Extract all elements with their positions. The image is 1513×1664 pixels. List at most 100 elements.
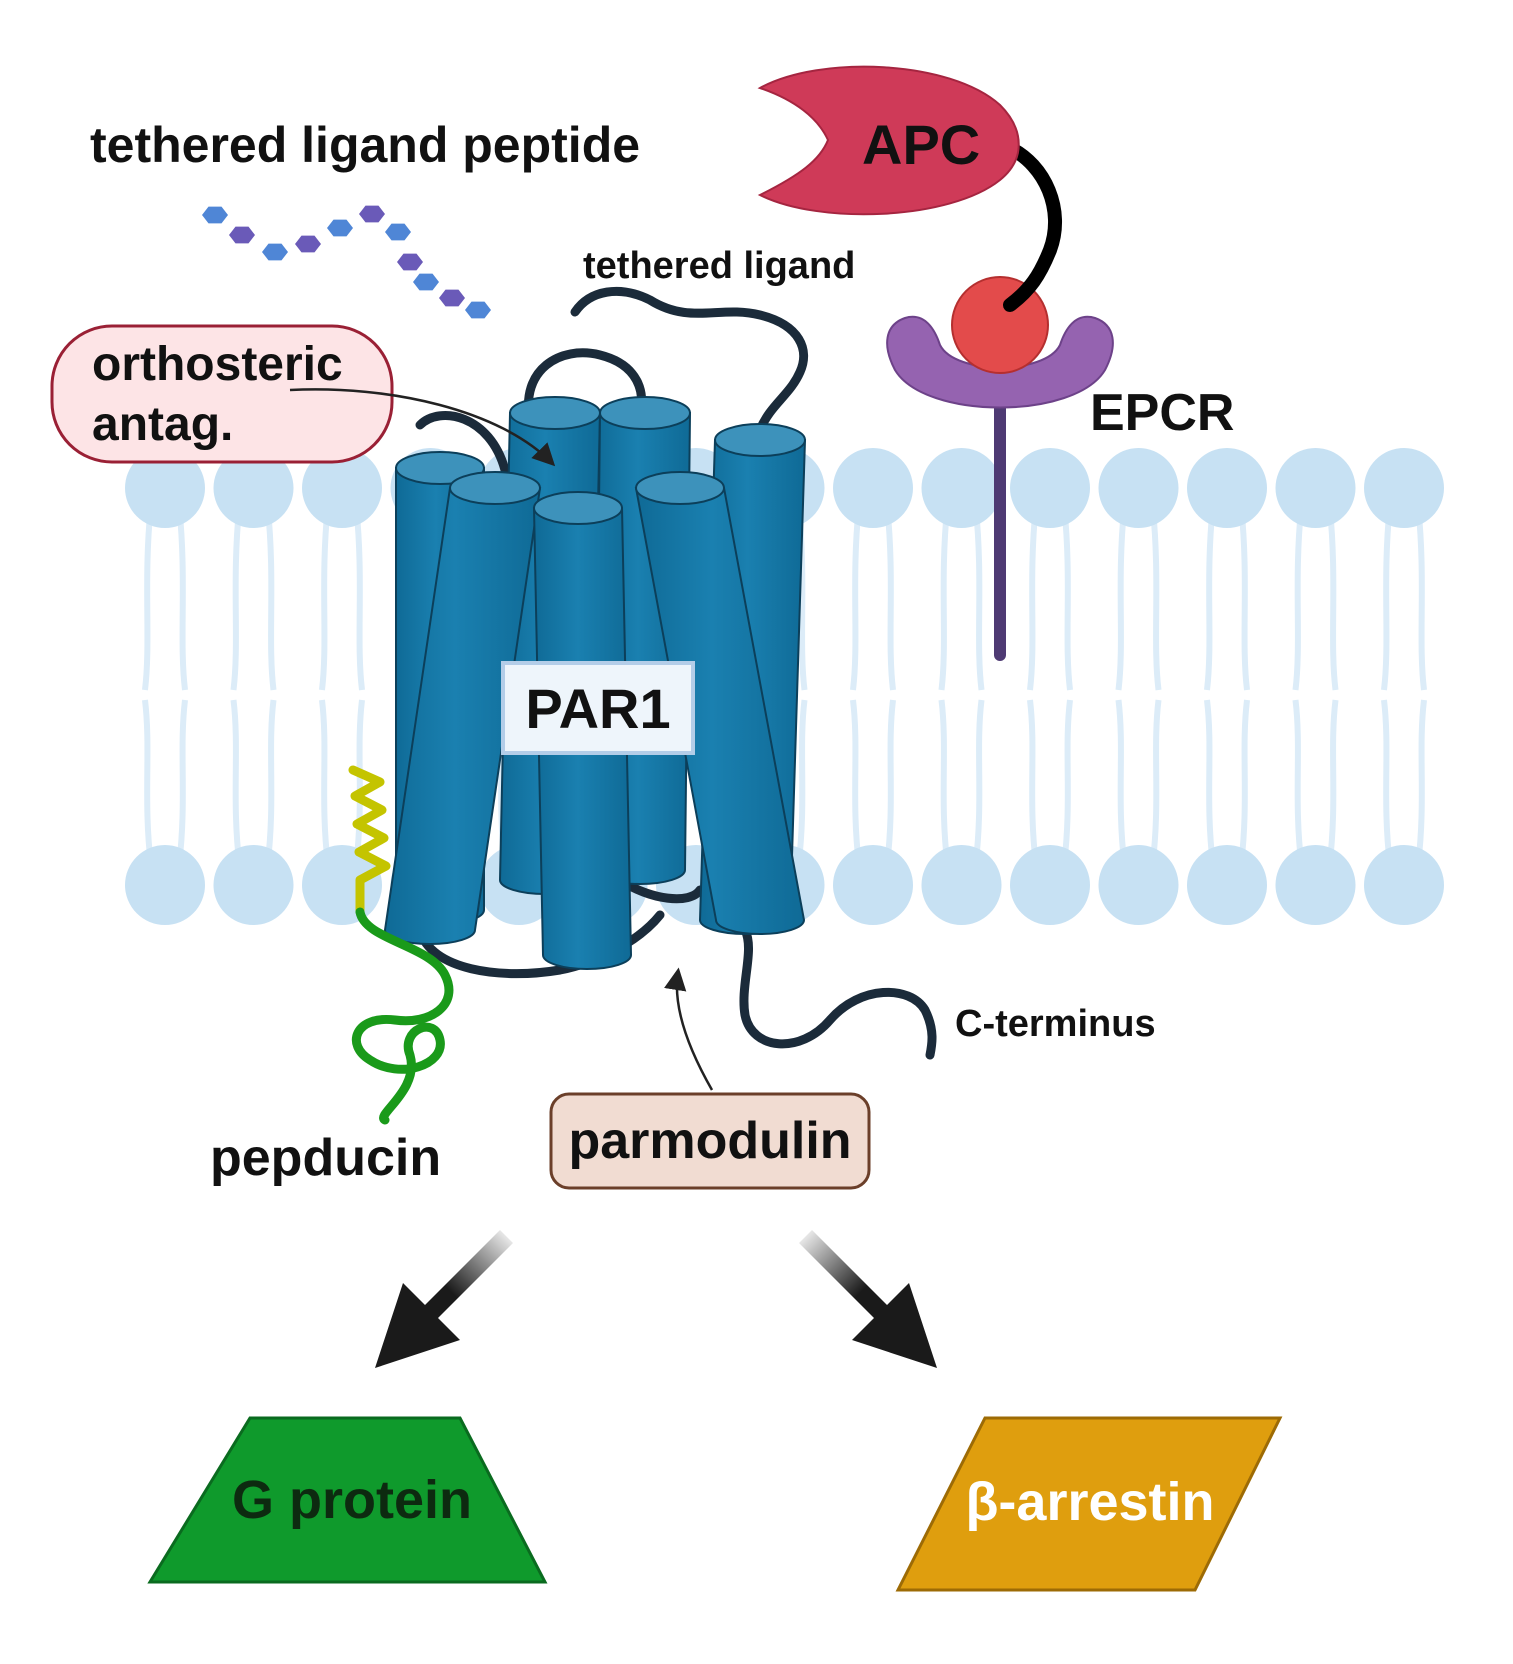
lipid-tail [972,699,985,866]
peptide-residue [229,226,255,244]
lipid-tail [1115,504,1128,691]
lipid-tail [884,504,896,691]
lipid-tail [176,699,188,866]
peptide-residue [413,273,439,291]
pepducin-label: pepducin [210,1129,441,1187]
lipid-tail [1204,699,1216,866]
lipid-tail [319,504,331,691]
apc-protease [757,65,1020,216]
g-protein-text: G protein [232,1470,472,1530]
par1-label-box [501,661,695,755]
lipid-tail [1381,699,1393,866]
lipid-tail [795,699,808,866]
lipid-tail [850,504,862,691]
apc-linker [1003,141,1062,312]
lipid-tail [972,504,985,691]
parmodulin-label: parmodulin [549,1092,871,1190]
lipid-tail [1415,504,1427,691]
orthosteric-text-line2: antag. [92,398,233,451]
lipid-tail [1061,504,1073,691]
lipid-head [833,845,913,925]
lipid-tail [1149,699,1162,866]
tethered-ligand-peptide-chain [202,205,491,319]
lipid-tail [1326,504,1339,691]
lipid-tail [1415,699,1427,866]
peptide-residue [295,235,321,253]
tethered-ligand-peptide-label: tethered ligand peptide [90,117,640,173]
tethered-ligand-label: tethered ligand [583,245,855,287]
lipid-tail [319,699,331,866]
lipid-tail [1149,504,1162,691]
beta-arrestin-node: β-arrestin [895,1416,1283,1592]
lipid-tail [1381,504,1393,691]
lipid-tail [1061,699,1073,866]
pepducin-molecule [348,765,454,1125]
lipid-tail [1326,699,1339,866]
lipid-head [921,448,1002,528]
parmodulin-pointer-arrow [664,967,714,1091]
lipid-tail [850,699,862,866]
lipid-head [1010,845,1090,925]
lipid-tail [353,504,365,691]
orthosteric-text-line1: orthosteric [92,338,343,391]
lipid-tail [938,504,951,691]
peptide-residue [359,205,385,223]
lipid-head [1275,448,1356,528]
lipid-tail [1115,699,1128,866]
arrow-to-beta-arrestin [799,1230,937,1368]
lipid-head [125,448,205,528]
lipid-tail [264,699,277,866]
lipid-tail [353,699,365,866]
pepducin-peptide-chain [351,907,454,1125]
peptide-residue [262,243,288,261]
lipid-tail [884,699,896,866]
beta-arrestin-text: β-arrestin [965,1472,1214,1532]
lipid-tail [230,504,243,691]
lipid-tail [142,699,154,866]
lipid-tail [1238,699,1250,866]
orthosteric-pointer-arrow [289,388,556,467]
lipid-head [302,448,382,528]
peptide-residue [202,206,228,224]
par1-text: PAR1 [525,677,670,740]
lipid-tail [1204,504,1216,691]
peptide-residue [327,219,353,237]
lipid-head [1098,845,1179,925]
lipid-tail [264,504,277,691]
peptide-residue [439,289,465,307]
lipid-head [833,448,913,528]
orthosteric-antagonist-label: orthosteric antag. [50,324,394,464]
lipid-head [1187,845,1267,925]
lipid-head [1275,845,1356,925]
lipid-tail [938,699,951,866]
peptide-residue [465,301,491,319]
lipid-tail [1027,504,1039,691]
par1-receptor [383,396,807,970]
beta-arrestin-parallelogram [895,1416,1283,1592]
arrow-to-g-protein [375,1230,513,1368]
lipid-head [125,845,205,925]
epcr-cup [886,315,1114,409]
pepducin-lipid-tail [348,765,391,917]
parmodulin-text: parmodulin [568,1112,851,1170]
lipid-tail [1027,699,1039,866]
peptide-residue [397,253,423,271]
lipid-head [1010,448,1090,528]
lipid-head [1098,448,1179,528]
lipid-head [213,845,294,925]
parmodulin-box [549,1092,871,1190]
lipid-head [1364,448,1444,528]
peptide-residue [385,223,411,241]
epcr-label: EPCR [1090,384,1234,442]
apc-label: APC [862,113,980,176]
lipid-tail [176,504,188,691]
lipid-head [213,448,294,528]
lipid-tail [230,699,243,866]
lipid-tail [1292,699,1305,866]
lipid-tail [142,504,154,691]
lipid-head [1187,448,1267,528]
g-protein-node: G protein [147,1416,548,1584]
lipid-head [1364,845,1444,925]
lipid-tail [1292,504,1305,691]
